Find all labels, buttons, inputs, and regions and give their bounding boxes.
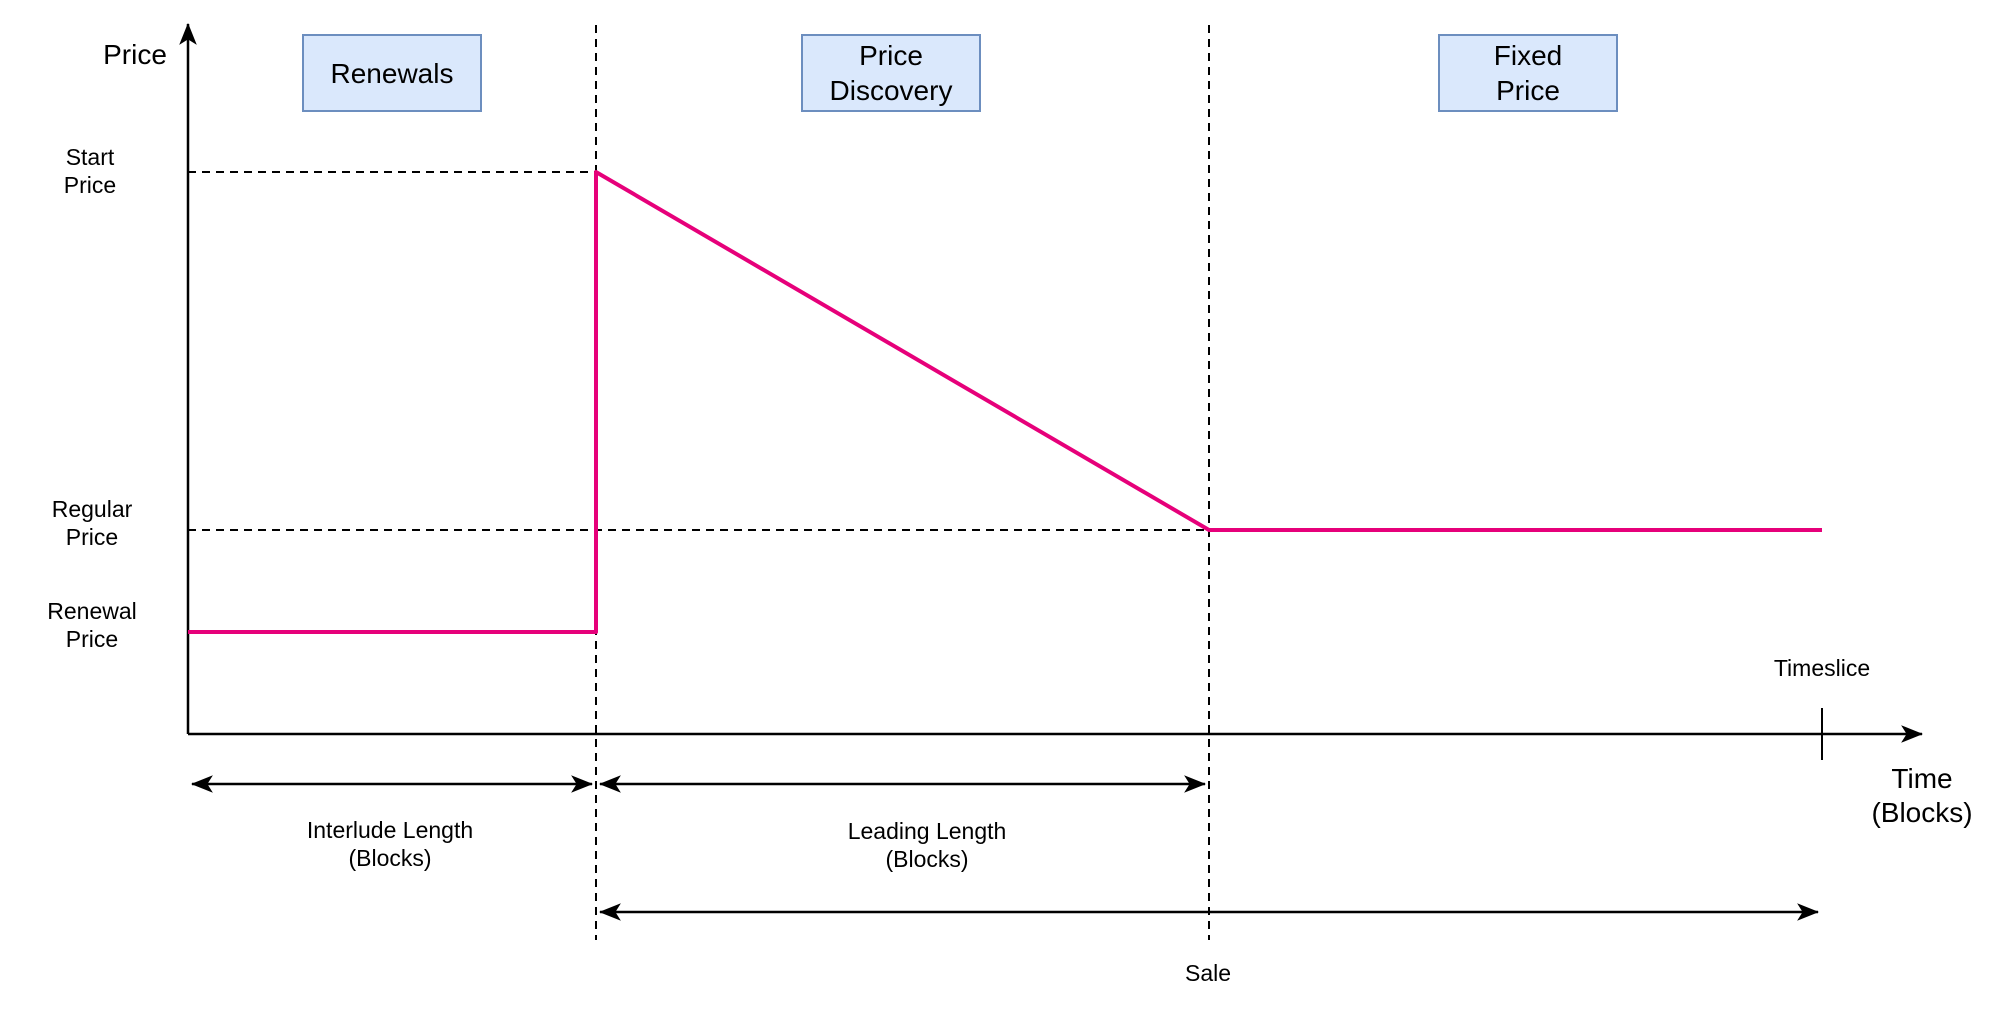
phase-fixed-price-line2: Price xyxy=(1496,75,1560,106)
y-axis-label: Price xyxy=(103,39,167,70)
timeslice-label: Timeslice xyxy=(1773,655,1871,681)
start-price-label-line2: Price xyxy=(63,171,117,198)
leading-length-label: Leading Length (Blocks) xyxy=(848,818,1007,873)
phase-renewals-label: Renewals xyxy=(330,57,454,89)
start-price-label-line1: Start xyxy=(65,144,115,170)
renewal-price-label: Renewal Price xyxy=(47,598,137,653)
renewal-price-label-line1: Renewal xyxy=(47,598,137,624)
x-axis-label: Time (Blocks) xyxy=(1871,762,1972,829)
regular-price-label-line2: Price xyxy=(65,523,119,550)
interlude-length-line1: Interlude Length xyxy=(306,817,474,843)
interlude-length-label: Interlude Length (Blocks) xyxy=(307,817,473,872)
leading-length-line2: (Blocks) xyxy=(885,845,969,872)
x-axis-label-line2: (Blocks) xyxy=(1871,796,1973,828)
phase-price-discovery-line1: Price xyxy=(859,40,923,71)
phase-fixed-price: Fixed Price xyxy=(1438,34,1618,112)
regular-price-label: Regular Price xyxy=(52,496,133,551)
regular-price-label-line1: Regular xyxy=(51,496,133,522)
phase-price-discovery: Price Discovery xyxy=(801,34,981,112)
interlude-length-line2: (Blocks) xyxy=(348,844,432,871)
phase-price-discovery-line2: Discovery xyxy=(829,75,953,106)
phase-fixed-price-line1: Fixed xyxy=(1493,40,1563,71)
phase-renewals: Renewals xyxy=(302,34,482,112)
renewal-price-label-line2: Price xyxy=(65,625,119,652)
x-axis-label-line1: Time xyxy=(1891,763,1953,794)
price-curve xyxy=(188,170,1822,634)
start-price-label: Start Price xyxy=(64,144,116,199)
leading-length-line1: Leading Length xyxy=(847,818,1007,844)
sale-label: Sale xyxy=(1184,960,1232,986)
